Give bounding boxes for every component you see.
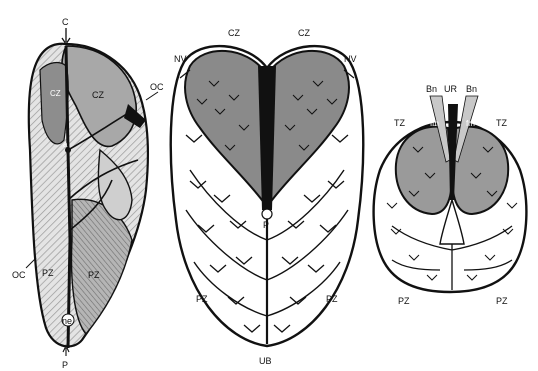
label-pz-right: PZ <box>326 294 338 304</box>
label-tz-left: TZ <box>394 118 405 128</box>
label-pz-right: PZ <box>88 270 100 280</box>
label-oc-left: OC <box>12 270 26 280</box>
label-fm-left: fm <box>430 119 439 128</box>
coronal-section: CZ CZ E NV NV P PZ PZ UB <box>171 28 364 366</box>
label-bn-left: Bn <box>426 84 437 94</box>
label-cz-left: CZ <box>228 28 240 38</box>
sagittal-section: C CZ CZ OC a OC PZ PZ ne P <box>12 17 164 370</box>
label-p: P <box>263 220 269 230</box>
label-tz-right: TZ <box>496 118 507 128</box>
label-pz-left: PZ <box>42 268 54 278</box>
label-nv-right: NV <box>344 54 357 64</box>
label-lower: ne <box>62 316 72 326</box>
label-fm-right: fm <box>466 119 475 128</box>
label-pz-right: PZ <box>496 296 508 306</box>
label-cz-right: CZ <box>298 28 310 38</box>
label-cz-upper: CZ <box>50 89 61 98</box>
top-arrow <box>62 28 70 44</box>
label-ub: UB <box>259 356 272 366</box>
label-e: E <box>263 49 268 58</box>
oc-right-pointer <box>146 92 158 100</box>
label-oc-right: OC <box>150 82 164 92</box>
label-cz-right: CZ <box>92 90 104 100</box>
label-ur: UR <box>444 84 457 94</box>
axial-section: TZ TZ Bn Bn UR fm fm PZ PZ <box>374 84 527 306</box>
label-c-top: C <box>62 17 69 27</box>
label-pz-left: PZ <box>196 294 208 304</box>
verumontanum-marker <box>262 209 272 219</box>
label-nv-left: NV <box>174 54 187 64</box>
label-bottom-p: P <box>62 360 68 370</box>
label-pz-left: PZ <box>398 296 410 306</box>
label-mid: a <box>63 140 68 149</box>
label-bn-right: Bn <box>466 84 477 94</box>
